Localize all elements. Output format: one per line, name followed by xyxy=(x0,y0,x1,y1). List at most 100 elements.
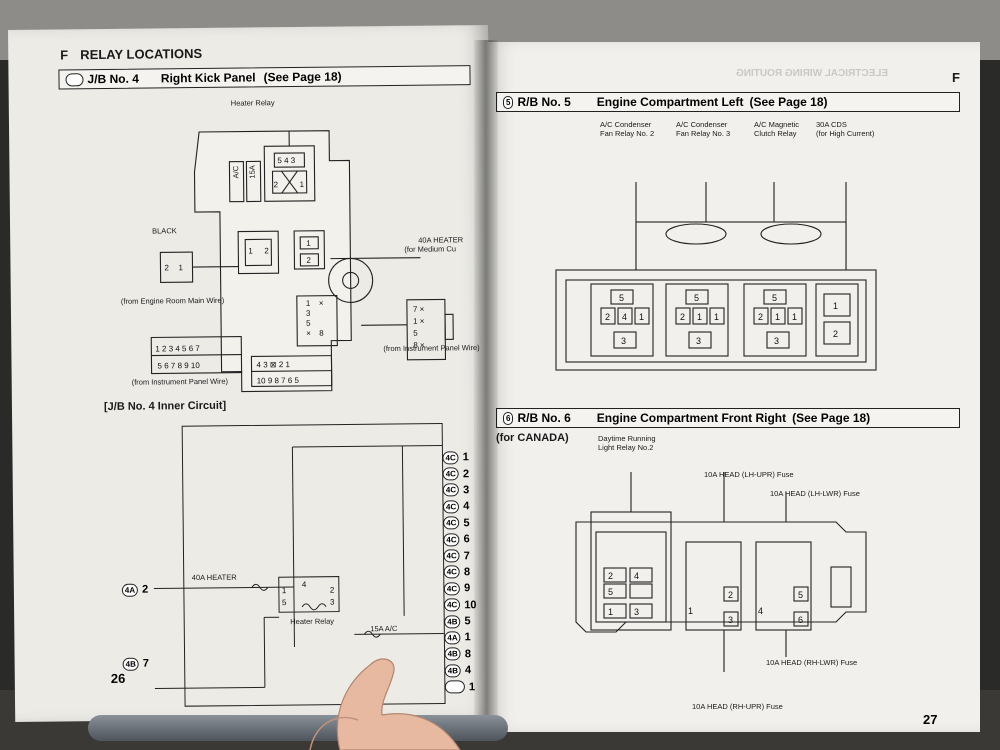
svg-text:2: 2 xyxy=(164,263,169,272)
svg-text:4: 4 xyxy=(758,606,763,616)
section-marker-circle xyxy=(65,72,84,86)
svg-text:2: 2 xyxy=(264,246,269,255)
connector-marker: 4C xyxy=(442,500,460,514)
section6-ref: (See Page 18) xyxy=(792,411,871,425)
svg-text:2: 2 xyxy=(330,586,335,595)
section-header-rb6: 6 R/B No. 6 Engine Compartment Front Rig… xyxy=(496,408,960,428)
svg-text:1: 1 xyxy=(833,301,838,311)
svg-text:3: 3 xyxy=(621,336,626,346)
connector-pin-number: 2 xyxy=(462,467,470,480)
section6-marker: 6 xyxy=(503,411,514,425)
label-drl-relay: Daytime Running Light Relay No.2 xyxy=(598,434,656,452)
connector-pin-number: 9 xyxy=(464,582,471,595)
connector-pin-number: 4 xyxy=(463,500,470,513)
label-fan-relay-3: A/C Condenser Fan Relay No. 3 xyxy=(676,120,731,138)
ghost-header: ELECTRICAL WIRING ROUTING xyxy=(736,68,889,79)
svg-text:3: 3 xyxy=(696,336,701,346)
connector-marker: 4C xyxy=(443,582,461,596)
inner-circuit-diagram: 4 1 5 2 3 xyxy=(153,422,446,707)
label-heater-relay: Heater Relay xyxy=(230,98,275,108)
connector-4b-marker: 4B xyxy=(122,657,139,671)
svg-text:1: 1 xyxy=(178,263,183,272)
svg-text:4 3 ⊠ 2 1: 4 3 ⊠ 2 1 xyxy=(256,360,290,369)
connector-marker: 4C xyxy=(442,450,459,465)
svg-text:8: 8 xyxy=(319,329,324,338)
label-rh-upr: 10A HEAD (RH-UPR) Fuse xyxy=(692,702,783,711)
section-header-jb4: J/B No. 4 Right Kick Panel (See Page 18) xyxy=(58,65,471,90)
connector-marker: 4C xyxy=(443,549,460,563)
svg-text:5: 5 xyxy=(282,598,287,607)
svg-text:5: 5 xyxy=(694,293,699,303)
label-instrument-panel-wire-1: (from Instrument Panel Wire) xyxy=(383,343,480,354)
svg-text:2: 2 xyxy=(833,329,838,339)
svg-text:3: 3 xyxy=(306,309,311,318)
circuit-label-15a-ac: 15A A/C xyxy=(370,623,398,634)
page-number-left: 26 xyxy=(110,670,126,686)
section-jb: J/B No. 4 xyxy=(87,71,139,87)
connector-4b-pin: 7 xyxy=(142,657,150,670)
label-15a: 15A xyxy=(247,165,257,179)
svg-text:1 ×: 1 × xyxy=(413,317,425,326)
svg-text:5 6 7 8 9 10: 5 6 7 8 9 10 xyxy=(157,361,200,370)
book-spine-shadow xyxy=(474,40,498,730)
label-30a-cds: 30A CDS (for High Current) xyxy=(816,120,875,138)
svg-text:2: 2 xyxy=(605,312,610,322)
svg-text:7 ×: 7 × xyxy=(413,305,425,314)
svg-text:4: 4 xyxy=(634,571,639,581)
connector-marker: 4C xyxy=(443,532,460,547)
chapter-title: RELAY LOCATIONS xyxy=(80,45,203,63)
label-magnetic-clutch-relay: A/C Magnetic Clutch Relay xyxy=(754,120,800,138)
label-instrument-panel-wire-2: (from Instrument Panel Wire) xyxy=(131,376,229,387)
page-number-right: 27 xyxy=(923,712,938,727)
svg-text:5: 5 xyxy=(608,587,613,597)
connector-pin-number: 5 xyxy=(463,516,470,530)
svg-text:×: × xyxy=(319,299,324,308)
svg-text:2: 2 xyxy=(758,312,763,322)
label-rh-lwr: 10A HEAD (RH-LWR) Fuse xyxy=(766,658,858,667)
svg-text:5: 5 xyxy=(619,293,624,303)
svg-text:1: 1 xyxy=(282,586,287,595)
label-medium-current: (for Medium Cu xyxy=(404,244,457,254)
svg-text:2: 2 xyxy=(306,256,311,265)
label-ac: A/C xyxy=(231,165,241,179)
label-40a-heater: 40A HEATER xyxy=(418,235,464,245)
right-page: ELECTRICAL WIRING ROUTING F 5 R/B No. 5 … xyxy=(486,42,980,732)
section5-ref: (See Page 18) xyxy=(749,95,828,109)
svg-text:6: 6 xyxy=(798,615,803,625)
inner-circuit-title: [J/B No. 4 Inner Circuit] xyxy=(103,399,227,414)
section5-rb: R/B No. 5 xyxy=(517,95,571,109)
connector-marker: 4C xyxy=(442,483,460,497)
svg-text:2: 2 xyxy=(728,590,733,600)
svg-text:4: 4 xyxy=(302,580,307,589)
hand-thumb xyxy=(309,658,461,750)
section-ref: (See Page 18) xyxy=(263,69,342,85)
connector-marker: 4C xyxy=(443,516,460,530)
connector-pin-number: 1 xyxy=(462,451,469,464)
svg-text:2: 2 xyxy=(608,571,613,581)
label-fan-relay-2: A/C Condenser Fan Relay No. 2 xyxy=(600,120,655,138)
label-lh-lwr: 10A HEAD (LH-LWR) Fuse xyxy=(770,489,860,498)
svg-text:2: 2 xyxy=(680,312,685,322)
svg-text:1: 1 xyxy=(714,312,719,322)
svg-text:1: 1 xyxy=(306,299,311,308)
label-engine-room-wire: (from Engine Room Main Wire) xyxy=(120,295,225,306)
chapter-letter-left: F xyxy=(60,47,69,63)
circuit-label-40a-heater: 40A HEATER xyxy=(191,572,237,583)
svg-text:1: 1 xyxy=(608,607,613,617)
svg-text:3: 3 xyxy=(330,598,335,607)
for-canada: (for CANADA) xyxy=(496,432,569,444)
connector-4a-marker: 4A xyxy=(121,583,139,597)
connector-pin-number: 6 xyxy=(463,533,470,546)
svg-text:4: 4 xyxy=(622,312,627,322)
svg-text:1: 1 xyxy=(306,239,311,248)
label-black: BLACK xyxy=(152,226,177,236)
connector-marker: 4C xyxy=(442,467,459,481)
svg-text:1: 1 xyxy=(300,180,305,189)
svg-text:1: 1 xyxy=(688,606,693,616)
chapter-letter-right: F xyxy=(952,70,960,85)
svg-text:1: 1 xyxy=(697,312,702,322)
section6-name: Engine Compartment Front Right xyxy=(596,411,787,425)
